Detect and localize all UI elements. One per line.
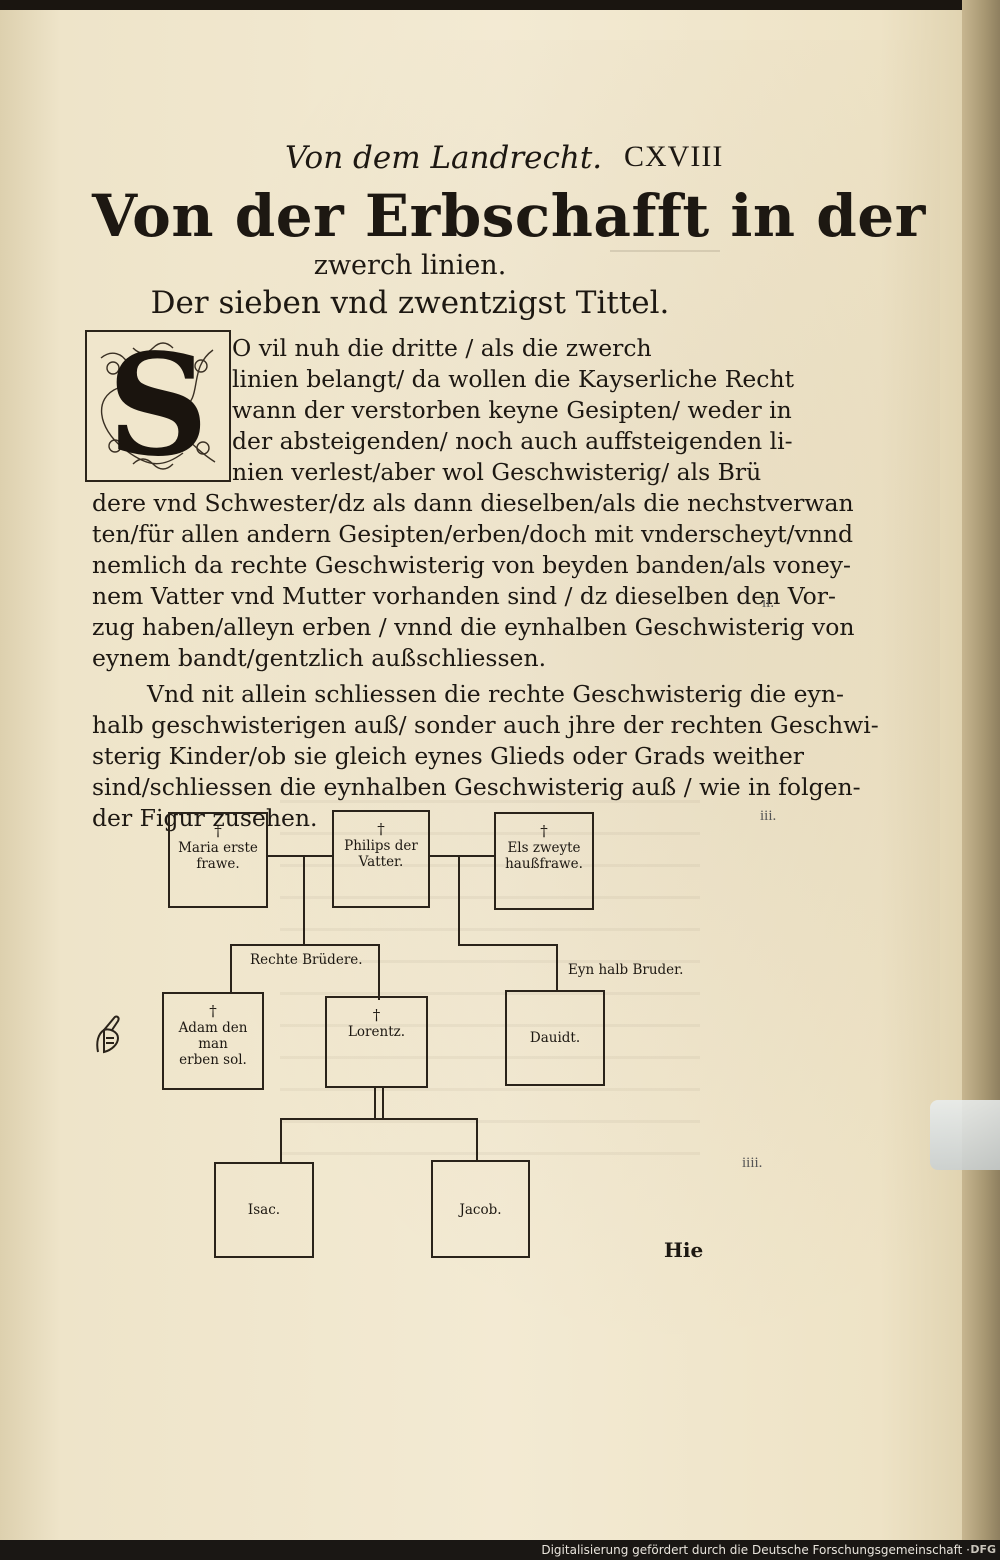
- person-box-jacob: Jacob.: [431, 1160, 530, 1258]
- deceased-cross-icon: †: [377, 820, 385, 838]
- body-line: eynem bandt/gentzlich außschliessen.: [92, 644, 547, 672]
- person-box-maria: † Maria erste frawe.: [168, 812, 268, 908]
- bleed-through-lines: [280, 800, 700, 1160]
- connector-line: [303, 857, 305, 945]
- person-box-dauidt: Dauidt.: [505, 990, 605, 1086]
- person-label: Adam den man erben sol.: [178, 1020, 248, 1068]
- person-box-isac: Isac.: [214, 1162, 314, 1258]
- margin-number: ii.: [762, 595, 775, 611]
- deceased-cross-icon: †: [209, 1002, 217, 1020]
- section-heading: Der sieben vnd zwentzigst Tittel.: [150, 285, 670, 321]
- running-head: Von dem Landrecht.: [285, 140, 603, 176]
- footer-credit: Digitalisierung gefördert durch die Deut…: [541, 1543, 970, 1557]
- body-line: nien verlest/aber wol Geschwisterig/ als…: [232, 458, 762, 486]
- deceased-cross-icon: †: [214, 822, 222, 840]
- connector-line: [280, 1118, 282, 1164]
- bleed-through-mark: [610, 232, 720, 252]
- show-through-stain: [60, 40, 940, 1480]
- connector-line: [374, 1088, 376, 1118]
- person-box-els: † Els zweyte haußfrawe.: [494, 812, 594, 910]
- person-label: Isac.: [247, 1202, 281, 1218]
- relation-label: Rechte Brüdere.: [250, 952, 363, 968]
- person-label: Dauidt.: [529, 1030, 581, 1046]
- initial-letter: S: [107, 324, 209, 488]
- body-line: wann der verstorben keyne Gesipten/ wede…: [232, 396, 792, 424]
- margin-number: iii.: [760, 808, 777, 824]
- deceased-cross-icon: †: [372, 1006, 381, 1024]
- connector-line: [230, 944, 232, 992]
- body-line: zug haben/alleyn erben / vnnd die eynhal…: [92, 613, 855, 641]
- body-line: nem Vatter vnd Mutter vorhanden sind / d…: [92, 582, 836, 610]
- person-label: Philips der Vatter.: [344, 838, 418, 870]
- connector-line: [280, 1118, 478, 1120]
- body-line: sterig Kinder/ob sie gleich eynes Glieds…: [92, 742, 805, 770]
- person-label: Maria erste frawe.: [178, 840, 258, 872]
- digitization-footer: Digitalisierung gefördert durch die Deut…: [0, 1540, 1000, 1560]
- person-label: Els zweyte haußfrawe.: [505, 840, 583, 872]
- body-line: halb geschwisterigen auß/ sonder auch jh…: [92, 711, 879, 739]
- decorated-initial: S: [85, 330, 231, 482]
- person-box-adam: † Adam den man erben sol.: [162, 992, 264, 1090]
- connector-line: [458, 857, 460, 945]
- chapter-title: Von der Erbschafft in der: [92, 182, 926, 250]
- relation-label: Eyn halb Bruder.: [568, 962, 684, 978]
- connector-line: [230, 944, 380, 946]
- connector-line: [266, 855, 334, 857]
- book-clip-tab: [930, 1100, 1000, 1170]
- person-box-lorentz: † Lorentz.: [325, 996, 428, 1088]
- connector-line: [458, 944, 558, 946]
- body-line: der Figur zusehen.: [92, 804, 318, 832]
- connector-line: [378, 944, 380, 1000]
- pointing-hand-icon: [96, 1015, 120, 1054]
- catchword: Hie: [664, 1238, 704, 1262]
- body-line: nemlich da rechte Geschwisterig von beyd…: [92, 551, 851, 579]
- margin-number: iiii.: [742, 1155, 763, 1171]
- body-line: O vil nuh die dritte / als die zwerch: [232, 334, 652, 362]
- person-label: Jacob.: [459, 1202, 502, 1218]
- deceased-cross-icon: †: [540, 822, 548, 840]
- chapter-subtitle: zwerch linien.: [313, 250, 507, 281]
- dfg-logo: DFG: [970, 1543, 996, 1556]
- connector-line: [382, 1088, 384, 1118]
- body-line: linien belangt/ da wollen die Kayserlich…: [232, 365, 795, 393]
- body-line: ten/für allen andern Gesipten/erben/doch…: [92, 520, 854, 548]
- body-line: dere vnd Schwester/dz als dann dieselben…: [92, 489, 854, 517]
- body-line: Vnd nit allein schliessen die rechte Ges…: [147, 680, 844, 708]
- page-edge-right: [962, 0, 1000, 1560]
- body-line: der absteigenden/ noch auch auffsteigend…: [232, 427, 793, 455]
- person-box-philips: † Philips der Vatter.: [332, 810, 430, 908]
- body-line: sind/schliessen die eynhalben Geschwiste…: [92, 773, 861, 801]
- initial-ornament-icon: [100, 342, 216, 470]
- connector-line: [556, 944, 558, 992]
- person-label: Lorentz.: [347, 1024, 406, 1040]
- connector-line: [476, 1118, 478, 1162]
- connector-line: [428, 855, 496, 857]
- top-edge-shadow: [0, 0, 1000, 10]
- folio-number: CXVIII: [624, 140, 724, 173]
